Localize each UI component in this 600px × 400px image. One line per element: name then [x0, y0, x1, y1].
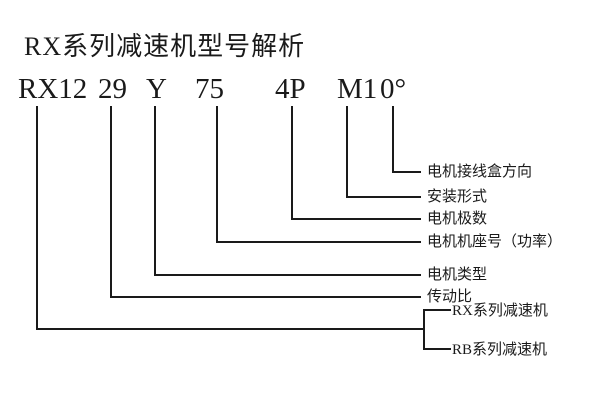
callout-junction-box-direction: 电机接线盒方向: [427, 164, 533, 180]
code-part-mounting: M1: [337, 73, 378, 105]
callout-motor-frame-power: 电机机座号（功率）: [427, 234, 563, 250]
callout-rx-series: RX系列减速机: [452, 303, 548, 319]
fork-vertical-line: [423, 309, 425, 350]
connector-hline-junction-direction: [392, 171, 421, 173]
code-part-junction-direction: 0°: [380, 73, 407, 105]
connector-hline-frame-size: [216, 241, 421, 243]
connector-vline-poles: [291, 106, 293, 219]
code-part-frame-size: 75: [195, 73, 224, 105]
callout-transmission-ratio: 传动比: [427, 289, 473, 305]
code-part-motor-type: Y: [146, 73, 167, 105]
callout-rb-series: RB系列减速机: [452, 342, 548, 358]
connector-vline-mounting: [346, 106, 348, 197]
callout-mounting-type: 安装形式: [427, 189, 488, 205]
fork-top-stub-line: [423, 309, 451, 311]
diagram-title: RX系列减速机型号解析: [24, 32, 306, 61]
connector-vline-frame-size: [216, 106, 218, 242]
callout-motor-poles: 电机极数: [427, 211, 488, 227]
connector-hline-motor-type: [154, 274, 421, 276]
connector-hline-poles: [291, 218, 421, 220]
connector-hline-ratio: [110, 296, 421, 298]
code-part-poles: 4P: [275, 73, 306, 105]
connector-vline-junction-direction: [392, 106, 394, 172]
connector-hline-series: [36, 328, 425, 330]
connector-vline-series: [36, 106, 38, 330]
connector-vline-ratio: [110, 106, 112, 297]
code-part-series: RX12: [18, 73, 88, 105]
callout-motor-type: 电机类型: [427, 267, 488, 283]
fork-bottom-stub-line: [423, 348, 451, 350]
code-part-ratio: 29: [98, 73, 127, 105]
connector-vline-motor-type: [154, 106, 156, 276]
connector-hline-mounting: [346, 196, 421, 198]
